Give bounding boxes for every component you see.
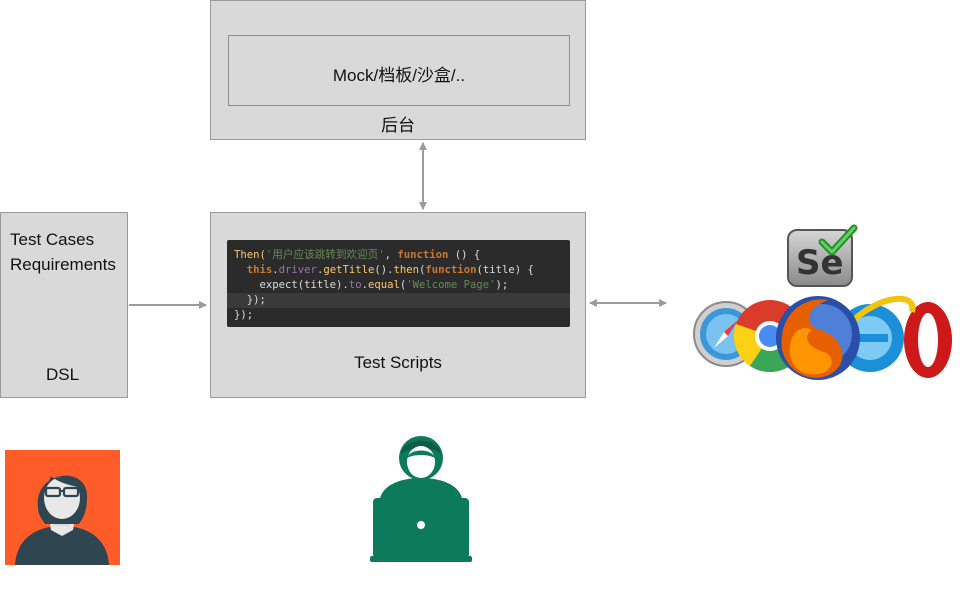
code-token: equal	[367, 279, 400, 291]
code-token: (title) {	[476, 264, 534, 276]
code-token: });	[234, 309, 254, 321]
code-token: function	[425, 264, 477, 276]
code-token: (	[419, 264, 426, 276]
dsl-label: DSL	[46, 365, 80, 384]
code-token: getTitle	[323, 264, 375, 276]
code-token: });	[234, 294, 266, 306]
code-line: Then('用户应该跳转到欢迎页', function () {	[234, 248, 570, 263]
code-token: .	[316, 264, 324, 276]
firefox-icon	[776, 296, 860, 380]
backend-box: Mock/档板/沙盒/.. 后台	[210, 0, 586, 140]
dsl-box: Test Cases Requirements DSL	[0, 212, 128, 398]
code-token: );	[495, 279, 509, 291]
code-token: to	[348, 279, 362, 291]
code-line: expect(title).to.equal('Welcome Page');	[234, 278, 570, 293]
code-token: then	[393, 264, 420, 276]
mock-box: Mock/档板/沙盒/..	[228, 35, 570, 106]
code-token: () {	[448, 249, 481, 261]
developer-laptop-icon	[370, 436, 472, 562]
code-line: this.driver.getTitle().then(function(tit…	[234, 263, 570, 278]
person-glasses-icon	[5, 450, 120, 565]
code-snippet: Then('用户应该跳转到欢迎页', function () { this.dr…	[227, 240, 570, 327]
code-token: Then(	[234, 249, 266, 261]
code-token: (	[399, 279, 407, 291]
test-scripts-label: Test Scripts	[354, 353, 442, 372]
code-token: ().	[374, 264, 394, 276]
code-line: });	[234, 308, 570, 323]
browsers-cluster	[693, 295, 952, 380]
requirements-label: Requirements	[10, 255, 116, 274]
mock-label: Mock/档板/沙盒/..	[332, 66, 466, 85]
code-token: '用户应该跳转到欢迎页'	[265, 249, 385, 261]
backend-label: 后台	[381, 116, 415, 135]
code-token: expect(title).	[259, 279, 349, 291]
test-cases-label: Test Cases	[10, 230, 95, 249]
code-token: 'Welcome Page'	[406, 279, 496, 291]
code-line: });	[234, 293, 570, 308]
code-token: this	[246, 264, 273, 276]
code-current-line-highlight	[227, 293, 570, 308]
test-scripts-box: Then('用户应该跳转到欢迎页', function () { this.dr…	[210, 212, 586, 398]
code-token: .	[272, 264, 279, 276]
code-token: driver	[278, 264, 317, 276]
opera-icon	[904, 302, 952, 378]
code-token: function	[397, 249, 449, 261]
code-token: .	[361, 279, 368, 291]
selenium-logo-icon: Se	[787, 224, 858, 287]
code-token: ,	[384, 249, 398, 261]
